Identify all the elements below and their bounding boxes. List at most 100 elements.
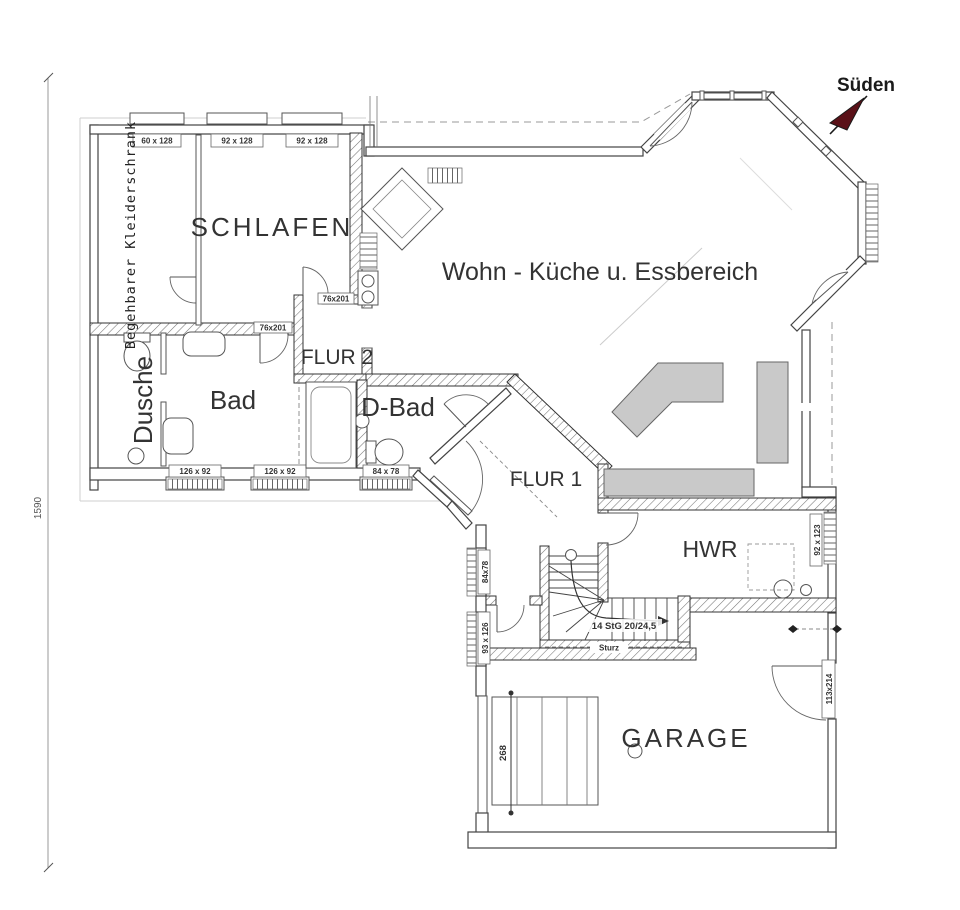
door-arc-hwr <box>605 512 639 546</box>
wall-right-jog <box>801 486 837 498</box>
chimney-lines <box>369 96 378 147</box>
dimension-overall-label: 1590 <box>33 496 44 519</box>
radiator-bad-2 <box>252 478 308 490</box>
compass: Süden <box>828 75 895 135</box>
door-label-113x214: 113x214 <box>825 673 834 704</box>
stair-steps-label: 14 StG 20/24,5 <box>592 621 657 632</box>
drain-circle-1 <box>773 579 793 599</box>
dimension-tick-bottom <box>43 862 54 873</box>
garage-dim-dot-bottom <box>508 810 514 816</box>
room-label-bad: Bad <box>210 385 256 415</box>
ceiling-line-2 <box>739 157 793 211</box>
dimension-overall: 1590 <box>33 72 54 873</box>
newel-post-icon <box>565 549 577 561</box>
section-marker-diamond-2 <box>832 625 842 633</box>
window-label-box-7 <box>477 549 491 595</box>
door-leaf-terrace-2 <box>811 271 849 305</box>
wall-left <box>89 124 99 491</box>
wall-bay-diag-right <box>766 91 867 191</box>
room-label-flur1: FLUR 1 <box>510 468 582 491</box>
room-label-hwr: HWR <box>683 536 738 562</box>
door-label-box-2 <box>253 321 293 334</box>
bay-diag-mullion-2 <box>820 145 832 157</box>
radiator-flur1-1 <box>466 547 477 597</box>
bathtub-inner <box>310 386 352 464</box>
bay-diag-mullion-1 <box>792 116 804 128</box>
ceiling-line-1 <box>599 247 703 346</box>
window-label-box-9 <box>809 513 823 567</box>
radiator-flur1-2 <box>466 611 477 667</box>
wall-hwr-top <box>597 497 837 511</box>
wall-hwr-bottom <box>687 597 837 613</box>
fireplace-inner <box>372 179 432 239</box>
lintel-label-halo <box>590 642 628 653</box>
wall-top-wohn <box>365 146 644 157</box>
window-sill-1 <box>129 112 185 125</box>
compass-label: Süden <box>837 75 895 96</box>
lintel-label: Sturz <box>599 644 619 653</box>
wall-flur1-diagonal <box>506 373 613 475</box>
door-label-box-3 <box>821 659 836 719</box>
door-arc-dbad <box>443 394 490 406</box>
room-label-garage: GARAGE <box>621 723 750 753</box>
window-label-84x78: 84 x 78 <box>373 467 400 476</box>
sink-bad-2 <box>162 417 194 455</box>
door-label-76x201b: 76x201 <box>260 324 287 333</box>
stove-burner-1 <box>361 274 375 288</box>
stair-label-halo <box>586 619 662 632</box>
door-arc-kleiderschrank <box>169 276 197 304</box>
radiator-wohn-top <box>427 167 463 184</box>
wall-dbad-flur1 <box>429 387 512 465</box>
wall-nook-right <box>529 595 543 606</box>
room-labels: SCHLAFEN Begehbarer Kleiderschrank Wohn … <box>123 121 758 753</box>
wall-garage-bottom <box>467 831 837 849</box>
garage-door-stripes <box>516 697 588 805</box>
section-marker-diamond-1 <box>788 625 798 633</box>
bay-mullion-1 <box>699 90 705 101</box>
dimension-tick-top <box>43 72 54 83</box>
door-arc-schlafen-bad <box>259 334 289 364</box>
compass-arrow-icon <box>828 97 865 131</box>
bath-fixtures <box>123 134 404 469</box>
door-leaf-dbad <box>443 403 467 428</box>
wall-right-garage-upper <box>827 612 837 664</box>
window-label-box-2 <box>210 133 264 148</box>
bay-mullion-3 <box>761 90 767 101</box>
shower-partition-1 <box>160 332 167 375</box>
room-label-dbad: D-Bad <box>361 392 435 422</box>
room-label-flur2: FLUR 2 <box>301 346 373 369</box>
door-arc-nook <box>496 604 525 633</box>
stove <box>357 270 379 306</box>
windows: 60 x 128 92 x 128 92 x 128 126 x 92 126 … <box>129 90 879 667</box>
wall-nook-left <box>485 595 497 606</box>
window-label-126x92a: 126 x 92 <box>179 467 211 476</box>
garage-dim-label: 268 <box>498 745 509 761</box>
right-wall-break <box>801 403 811 411</box>
door-arc-terrace-1 <box>649 101 693 147</box>
room-label-wohn: Wohn - Küche u. Essbereich <box>442 258 758 286</box>
wall-dbad-top <box>365 373 519 387</box>
bathtub <box>305 381 357 469</box>
fireplace <box>360 167 444 251</box>
flur2-opening-caps <box>362 307 372 349</box>
room-label-schlafen: SCHLAFEN <box>191 212 354 242</box>
window-label-84x78v: 84x78 <box>481 560 490 583</box>
kitchen-counter-right <box>756 361 789 464</box>
radiator-bad-1 <box>167 478 223 490</box>
wall-entrance-zigzag <box>446 500 473 530</box>
garage-dim-dot-top <box>508 690 514 696</box>
window-label-box-1 <box>132 133 182 148</box>
window-label-92x128b: 92 x 128 <box>296 137 328 146</box>
drain-circle-2 <box>800 584 812 596</box>
door-leaf-entrance <box>429 475 473 516</box>
window-sill-2 <box>206 112 268 125</box>
closet-divider-wall <box>195 134 202 326</box>
stair-walkline <box>570 560 659 622</box>
garage-contents: 268 <box>491 625 842 816</box>
window-label-92x128a: 92 x 128 <box>221 137 253 146</box>
window-label-60x128: 60 x 128 <box>141 137 173 146</box>
room-label-kleiderschrank: Begehbarer Kleiderschrank <box>123 121 139 349</box>
door-leaf-terrace-1 <box>649 101 693 147</box>
